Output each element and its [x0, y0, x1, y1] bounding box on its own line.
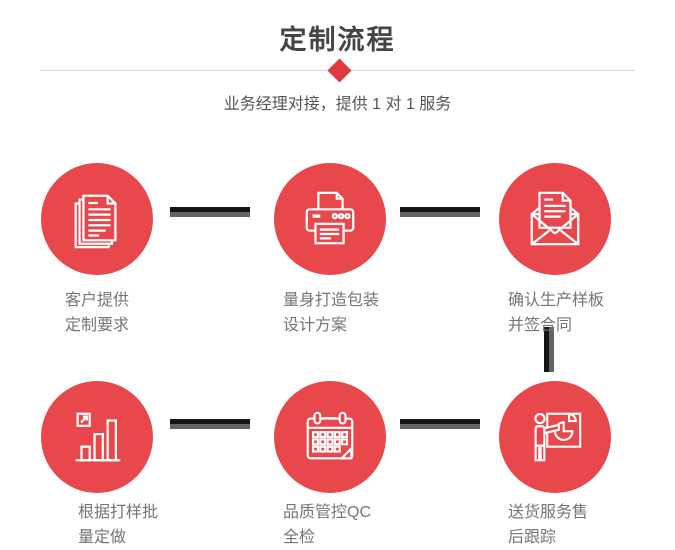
step-label: 根据打样批 量定做 [78, 500, 158, 550]
step-label-line: 设计方案 [283, 317, 348, 334]
diamond-icon [327, 58, 352, 83]
step-label-line: 送货服务售 [508, 504, 589, 521]
step-label-line: 并签合同 [508, 317, 573, 334]
step-label: 品质管控QC 全检 [283, 500, 371, 550]
envelope-icon [524, 188, 586, 250]
page-title: 定制流程 [279, 25, 396, 55]
step-label-line: 确认生产样板 [508, 292, 605, 309]
calendar-icon [299, 406, 361, 468]
step-circle-delivery-tracking [499, 381, 611, 493]
step-label-line: 品质管控QC [283, 504, 372, 521]
step-label: 确认生产样板 并签合同 [508, 288, 604, 338]
step-circle-quality-control [274, 381, 386, 493]
step-circle-packaging-design [274, 163, 386, 275]
step-label-line: 量身打造包装 [283, 292, 380, 309]
page-subtitle: 业务经理对接，提供 1 对 1 服务 [223, 96, 452, 113]
step-circle-batch-production [41, 381, 153, 493]
step-label-line: 全检 [283, 529, 316, 546]
step-label-line: 定制要求 [65, 317, 130, 334]
step-label-line: 客户提供 [65, 292, 130, 309]
step-circle-sample-contract [499, 163, 611, 275]
step-circle-customer-requirements [41, 163, 153, 275]
printer-icon [299, 188, 361, 250]
step-label: 送货服务售 后跟踪 [508, 500, 588, 550]
step-label-line: 量定做 [78, 529, 127, 546]
connector-bar [400, 207, 480, 217]
presentation-icon [524, 406, 586, 468]
connector-bar [170, 419, 250, 429]
connector-bar [170, 207, 250, 217]
step-label-line: 后跟踪 [508, 529, 557, 546]
step-label: 客户提供 定制要求 [65, 288, 129, 338]
documents-icon [66, 188, 128, 250]
step-label: 量身打造包装 设计方案 [283, 288, 379, 338]
connector-bar-vertical [544, 327, 554, 372]
step-label-line: 根据打样批 [78, 504, 159, 521]
connector-bar [400, 419, 480, 429]
bar-chart-icon [66, 406, 128, 468]
